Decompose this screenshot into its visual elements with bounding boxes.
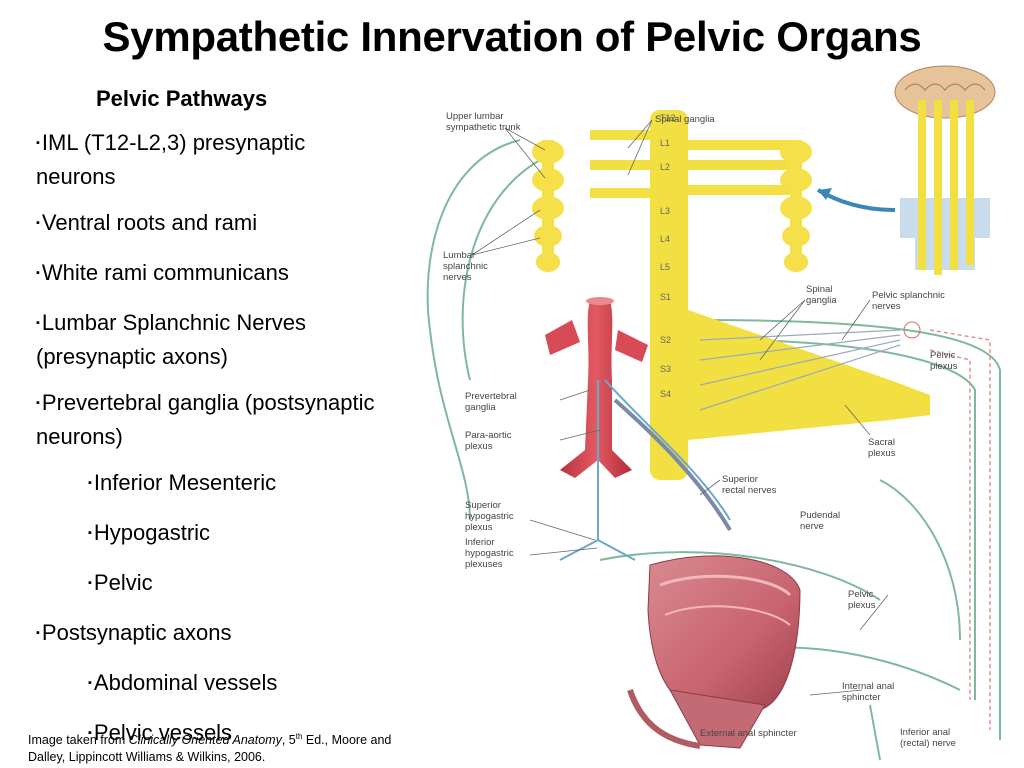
segment-label: S1 xyxy=(660,292,671,302)
image-credit: Image taken from Clinically Oriented Ana… xyxy=(28,728,428,766)
bullet-item: ▪Postsynaptic axons xyxy=(36,618,386,652)
rectum xyxy=(627,555,801,749)
label-pudendal-2: nerve xyxy=(800,521,824,532)
label-lumbar-splanchnic: Lumbar xyxy=(443,250,475,261)
segment-label: S4 xyxy=(660,389,671,399)
bullet-text: Pelvic vessels xyxy=(93,720,233,745)
label-superior-rectal: Superior xyxy=(722,474,758,485)
label-pelvic-splanchnic: Pelvic splanchnic xyxy=(872,290,945,301)
bullet-list: ▪IML (T12-L2,3) presynaptic neurons▪Vent… xyxy=(36,128,386,768)
bullet-marker: ▪ xyxy=(88,477,92,489)
bullet-text: Lumbar Splanchnic Nerves (presynaptic ax… xyxy=(36,310,307,369)
label-spinal-ganglia-lower: Spinal xyxy=(806,284,832,295)
segment-label: L2 xyxy=(660,162,670,172)
label-para-aortic: Para-aortic xyxy=(465,430,512,441)
label-pelvic-plexus: Pelvic xyxy=(930,350,956,361)
label-para-aortic-2: plexus xyxy=(465,441,493,452)
sacral-connections xyxy=(699,329,901,411)
bullet-text: IML (T12-L2,3) presynaptic neurons xyxy=(36,130,306,189)
bullet-marker: ▪ xyxy=(36,137,40,149)
bullet-item: ▪Pelvic xyxy=(36,568,386,602)
label-inferior-anal: Inferior anal xyxy=(900,727,950,738)
label-prevertebral: Prevertebral xyxy=(465,391,517,402)
label-inferior-anal-2: (rectal) nerve xyxy=(900,738,956,749)
credit-prefix: Image taken from xyxy=(28,733,129,748)
label-pelvic-splanchnic-2: nerves xyxy=(872,301,901,312)
bullet-text: Postsynaptic axons xyxy=(41,620,232,645)
label-prevertebral-2: ganglia xyxy=(465,402,496,413)
bullet-marker: ▪ xyxy=(36,317,40,329)
bullet-text: Ventral roots and rami xyxy=(41,210,258,235)
bullet-marker: ▪ xyxy=(36,217,40,229)
bullet-item: ▪White rami communicans xyxy=(36,258,386,292)
bullet-item: ▪Inferior Mesenteric xyxy=(36,468,386,502)
bullet-marker: ▪ xyxy=(88,577,92,589)
label-superior-rectal-2: rectal nerves xyxy=(722,485,777,496)
bullet-item: ▪Abdominal vessels xyxy=(36,668,386,702)
label-upper-lumbar-2: sympathetic trunk xyxy=(446,122,521,133)
label-spinal-ganglia-lower-2: ganglia xyxy=(806,295,837,306)
bullet-marker: ▪ xyxy=(36,627,40,639)
label-sup-hypogastric: Superior xyxy=(465,500,501,511)
label-lumbar-splanchnic-3: nerves xyxy=(443,272,472,283)
diagram-labels: Upper lumbar sympathetic trunk Spinal ga… xyxy=(443,111,958,749)
bullet-marker: ▪ xyxy=(88,527,92,539)
segment-label: S3 xyxy=(660,364,671,374)
bullet-item: ▪Pelvic vessels xyxy=(36,718,386,752)
bullet-item: ▪Prevertebral ganglia (postsynaptic neur… xyxy=(36,388,386,452)
label-pelvic-plexus-lower-2: plexus xyxy=(848,600,876,611)
bullet-text: Inferior Mesenteric xyxy=(93,470,277,495)
bullet-text: Prevertebral ganglia (postsynaptic neuro… xyxy=(36,390,375,449)
label-inf-hypogastric: Inferior xyxy=(465,537,495,548)
bullet-text: White rami communicans xyxy=(41,260,289,285)
credit-book-title: Clinically Oriented Anatomy xyxy=(128,733,282,748)
bullet-text: Hypogastric xyxy=(93,520,211,545)
label-sacral-plexus-2: plexus xyxy=(868,448,896,459)
label-spinal-ganglia: Spinal ganglia xyxy=(655,114,715,125)
bullet-item: ▪Ventral roots and rami xyxy=(36,208,386,242)
bullet-marker: ▪ xyxy=(88,727,92,739)
label-internal-anal-2: sphincter xyxy=(842,692,881,703)
hypogastric-fibers xyxy=(559,379,731,561)
label-pudendal: Pudendal xyxy=(800,510,840,521)
label-sup-hypogastric-2: hypogastric xyxy=(465,511,514,522)
segment-label: T12 xyxy=(660,113,676,123)
bullet-item: ▪Lumbar Splanchnic Nerves (presynaptic a… xyxy=(36,308,386,372)
sympathetic-trunk-left xyxy=(532,140,564,272)
label-upper-lumbar: Upper lumbar xyxy=(446,111,504,122)
brain-inset xyxy=(816,65,996,275)
segment-label: L5 xyxy=(660,262,670,272)
bullet-item: ▪Hypogastric xyxy=(36,518,386,552)
bullet-marker: ▪ xyxy=(36,397,40,409)
segment-label: L3 xyxy=(660,206,670,216)
label-internal-anal: Internal anal xyxy=(842,681,894,692)
label-pelvic-plexus-lower: Pelvic xyxy=(848,589,874,600)
label-sacral-plexus: Sacral xyxy=(868,437,895,448)
bullet-text: Pelvic xyxy=(93,570,153,595)
segment-label: L1 xyxy=(660,138,670,148)
credit-edition-suffix: th xyxy=(295,732,303,741)
bullet-marker: ▪ xyxy=(36,267,40,279)
segment-label: S2 xyxy=(660,335,671,345)
label-inf-hypogastric-3: plexuses xyxy=(465,559,503,570)
label-external-anal: External anal sphincter xyxy=(700,728,797,739)
credit-rest: Ed., Moore and Dalley, Lippincott Willia… xyxy=(28,733,392,765)
bullet-text: Abdominal vessels xyxy=(93,670,278,695)
section-subtitle: Pelvic Pathways xyxy=(96,86,268,111)
bullet-item: ▪IML (T12-L2,3) presynaptic neurons xyxy=(36,128,386,192)
bullet-marker: ▪ xyxy=(88,677,92,689)
slide-title: Sympathetic Innervation of Pelvic Organs xyxy=(102,13,922,60)
label-pelvic-plexus-2: plexus xyxy=(930,361,958,372)
credit-edition: , 5 xyxy=(281,733,296,748)
label-inf-hypogastric-2: hypogastric xyxy=(465,548,514,559)
label-sup-hypogastric-3: plexus xyxy=(465,522,493,533)
aorta xyxy=(545,297,648,478)
sympathetic-trunk-right xyxy=(780,140,812,272)
label-lumbar-splanchnic-2: splanchnic xyxy=(443,261,488,272)
segment-label: L4 xyxy=(660,234,670,244)
